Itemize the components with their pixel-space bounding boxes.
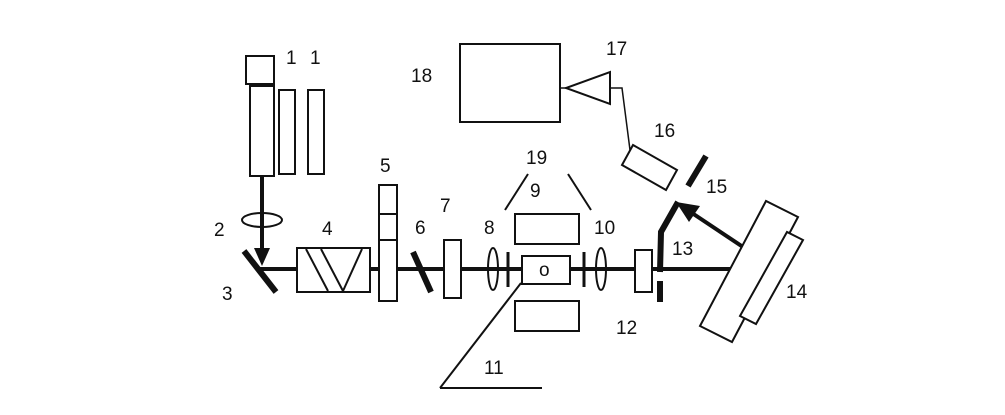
detector-16 [620,143,679,192]
mirror-13 [657,200,681,273]
leader-11-diagonal [439,282,522,389]
label-8: 8 [484,218,495,239]
bracket-19-right [567,173,592,211]
slit-15 [685,154,709,188]
reflected-beam-arrowhead [676,202,700,222]
upper-block-9 [514,213,580,245]
plate-6 [410,250,434,294]
label-1a: 1 [286,48,297,69]
label-3: 3 [222,284,233,305]
laser-head [245,55,275,85]
element-1b-bar [307,89,325,175]
label-1b: 1 [310,48,321,69]
sample-mark: o [539,260,550,281]
label-14: 14 [786,282,808,303]
lens-2 [241,212,283,228]
label-15: 15 [706,177,727,198]
element-5 [378,184,398,302]
amplifier-17 [563,70,611,106]
label-12: 12 [616,318,637,339]
mirror-3 [241,249,279,294]
label-6: 6 [415,218,426,239]
label-13: 13 [672,239,693,260]
label-19: 19 [526,148,547,169]
laser-tube [249,85,275,177]
element-7 [443,239,462,299]
label-4: 4 [322,219,333,240]
prism-4-facet-b [320,248,344,292]
element-1a-bar [278,89,296,175]
label-10: 10 [594,218,615,239]
grating-14 [738,230,805,326]
label-5: 5 [380,156,391,177]
lens-10 [595,247,607,291]
label-11: 11 [484,358,504,379]
element-12 [634,249,653,293]
label-17: 17 [606,39,627,60]
label-7: 7 [440,196,451,217]
bracket-19-left [504,173,529,211]
vertical-beam-arrowhead [254,248,270,266]
label-9: 9 [530,181,541,202]
label-2: 2 [214,220,225,241]
signal-wire [610,87,631,151]
lower-block [514,300,580,332]
label-18: 18 [411,66,432,87]
grating-housing-14 [698,199,800,344]
prism-4-facet-a [305,248,329,292]
sample-cell [521,255,571,285]
lens-8 [487,247,499,291]
recorder-18 [459,43,561,123]
prism-4-facet-c [342,248,363,292]
label-16: 16 [654,121,675,142]
